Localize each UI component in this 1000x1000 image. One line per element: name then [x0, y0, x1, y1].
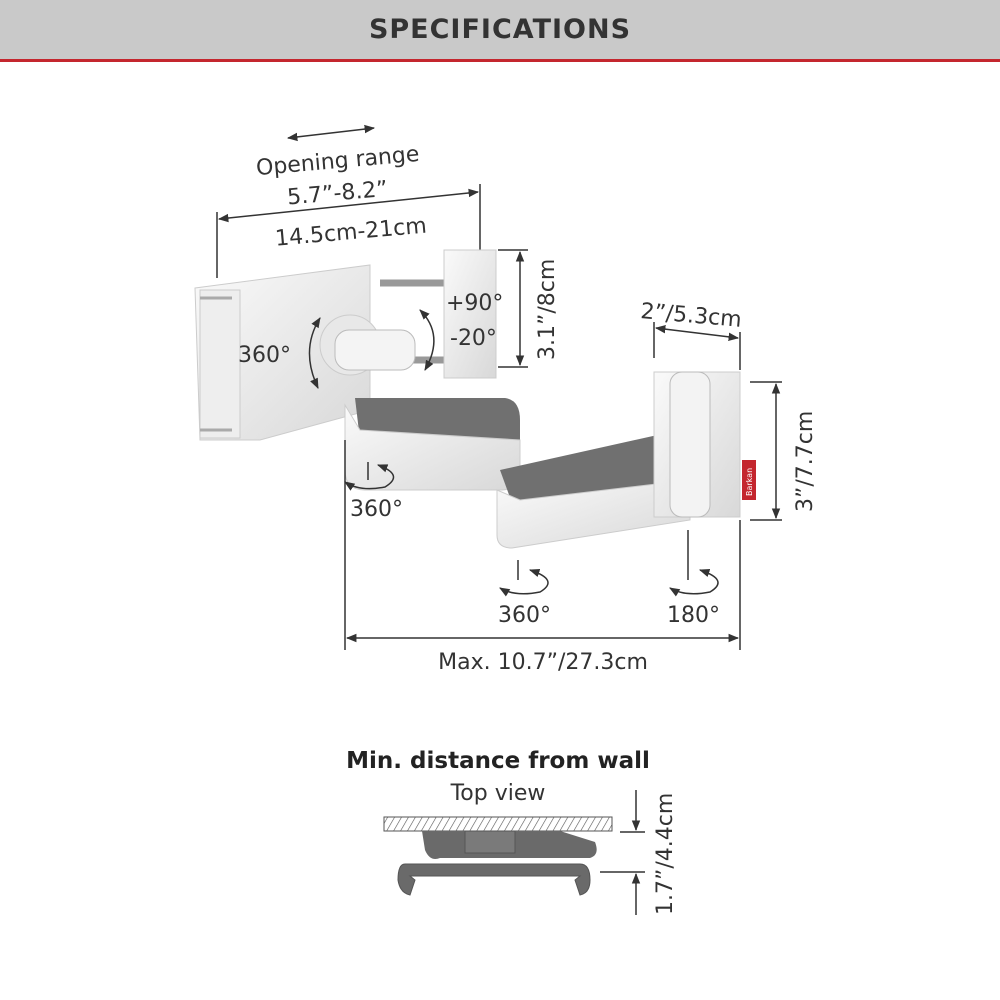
wall-plate: Barkan [653, 371, 756, 518]
wall-plate-width-label: 2”/5.3cm [639, 299, 742, 333]
top-view-drawing [383, 816, 613, 896]
opening-range-cm: 14.5cm-21cm [274, 214, 428, 252]
swivel-wall-joint-label: 180° [667, 603, 720, 628]
opening-range-label: Opening range [255, 142, 420, 181]
opening-range-arrow [286, 124, 376, 142]
tilt-down-label: -20° [450, 326, 497, 351]
max-extension-label: Max. 10.7”/27.3cm [438, 650, 648, 675]
clamp-height-label: 3.1”/8cm [535, 259, 560, 360]
swivel-first-joint-label: 360° [350, 497, 403, 522]
opening-range-inch: 5.7”-8.2” [286, 177, 389, 211]
min-distance-value: 1.7”/4.4cm [653, 793, 678, 915]
swing-arm [344, 398, 691, 549]
swivel-middle-joint-label: 360° [498, 603, 551, 628]
brand-logo-text: Barkan [745, 468, 754, 496]
head-rotation-label: 360° [238, 343, 291, 368]
header-bar: SPECIFICATIONS [0, 0, 1000, 62]
top-view-label: Top view [450, 781, 546, 806]
wall-plate-height-label: 3”/7.7cm [793, 411, 818, 512]
tablet-holder [194, 249, 497, 441]
min-distance-title: Min. distance from wall [346, 748, 650, 774]
tilt-up-label: +90° [446, 291, 503, 316]
brand-tag [742, 460, 756, 500]
page-title: SPECIFICATIONS [368, 14, 632, 45]
